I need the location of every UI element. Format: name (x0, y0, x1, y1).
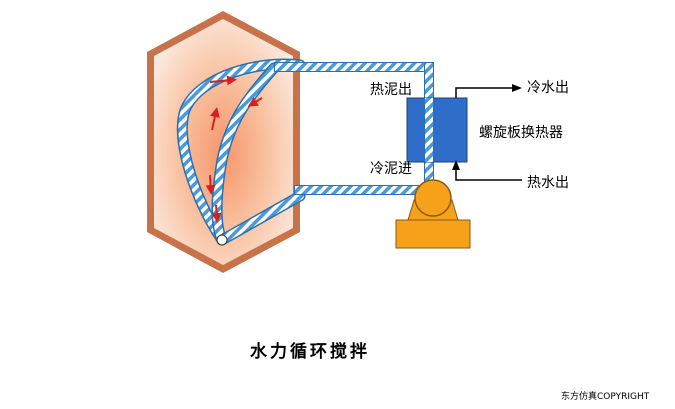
pump (395, 179, 471, 249)
label-cold-sludge-in: 冷泥进 (370, 161, 412, 177)
flow-arrow (211, 204, 222, 223)
label-hot-water-out: 热水出 (527, 175, 569, 191)
flow-arrow (209, 75, 237, 86)
flow-arrows (205, 75, 263, 223)
flow-arrow (210, 107, 220, 131)
flow-arrow (247, 97, 263, 107)
label-heat-exchanger: 螺旋板换热器 (479, 125, 563, 141)
heat-exchanger (406, 97, 468, 163)
label-hot-sludge-out: 热泥出 (370, 82, 412, 98)
water-lines (452, 84, 522, 181)
diagram-caption: 水力循环搅拌 (250, 342, 370, 362)
label-cold-water-out: 冷水出 (527, 80, 569, 96)
copyright-text: 东方仿真COPYRIGHT (561, 392, 650, 402)
flow-arrow (205, 174, 216, 195)
